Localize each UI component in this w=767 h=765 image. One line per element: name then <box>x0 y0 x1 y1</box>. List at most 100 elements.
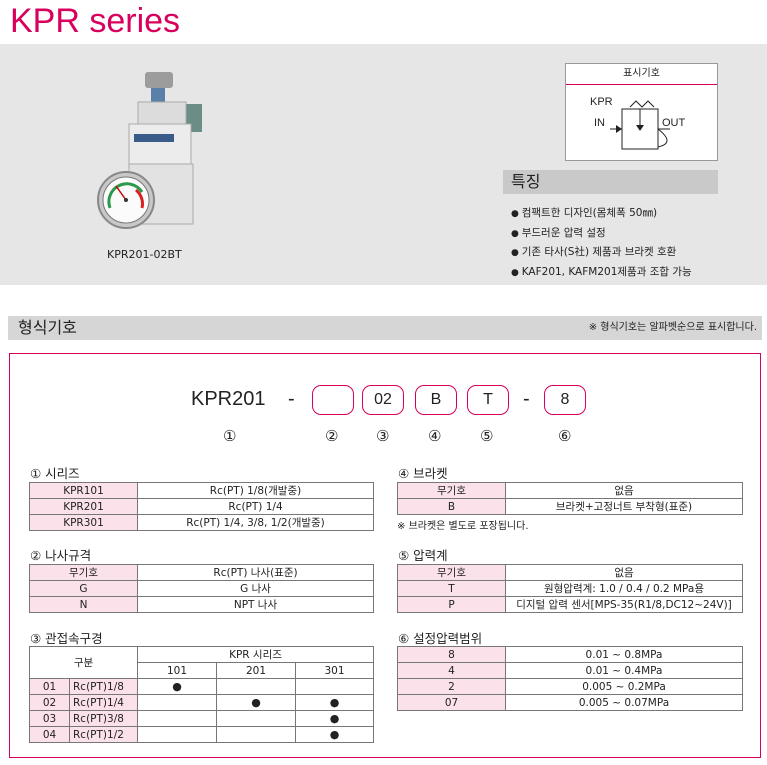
table-cell: Rc(PT)1/8 <box>69 678 138 695</box>
thread-title: ② 나사규격 <box>30 548 92 563</box>
code-box-bracket: B <box>415 385 457 415</box>
table-header: 301 <box>295 662 374 679</box>
code-base: KPR201 <box>191 388 266 410</box>
table-cell: 02 <box>29 694 70 711</box>
code-number: ⑤ <box>480 427 494 445</box>
model-code-bar <box>8 316 762 340</box>
table-cell: N <box>29 596 138 613</box>
table-cell: Rc(PT) 1/8(개발중) <box>137 482 374 499</box>
table-cell: 4 <box>397 662 506 679</box>
table-row: 02 Rc(PT)1/4 ●● <box>29 694 374 711</box>
table-row: 04 Rc(PT)1/2 ● <box>29 726 374 743</box>
table-cell: Rc(PT)1/2 <box>69 726 138 743</box>
table-cell: B <box>397 498 506 515</box>
table-cell <box>295 678 374 695</box>
table-cell: ● <box>137 678 217 695</box>
table-cell: 8 <box>397 646 506 663</box>
feature-item: 기존 타사(S社) 제품과 브라켓 호환 <box>511 243 692 263</box>
table-row: 03 Rc(PT)3/8 ● <box>29 710 374 727</box>
code-number: ③ <box>376 427 390 445</box>
table-cell: P <box>397 596 506 613</box>
code-dash: - <box>288 388 295 410</box>
symbol-label-out: OUT <box>662 117 686 129</box>
model-code-panel <box>9 353 761 758</box>
code-number: ④ <box>428 427 442 445</box>
table-header: 201 <box>216 662 296 679</box>
table-cell: G <box>29 580 138 597</box>
pressure-title: ⑥ 설정압력범위 <box>398 631 483 646</box>
table-cell: ● <box>295 726 374 743</box>
table-cell: 01 <box>29 678 70 695</box>
table-cell <box>216 710 296 727</box>
code-number: ② <box>325 427 339 445</box>
table-cell: KPR101 <box>29 482 138 499</box>
table-cell: 0.01 ~ 0.8MPa <box>505 646 743 663</box>
table-cell: Rc(PT) 나사(표준) <box>137 564 374 581</box>
port-table: 구분 KPR 시리즈 101 201 301 01 Rc(PT)1/8 ● 02… <box>29 646 374 743</box>
table-cell: T <box>397 580 506 597</box>
feature-item: 컴팩트한 디자인(몸체폭 50㎜) <box>511 204 692 224</box>
code-number: ① <box>223 427 237 445</box>
table-cell: G 나사 <box>137 580 374 597</box>
symbol-box: 표시기호 KPR IN OUT <box>565 63 718 161</box>
code-box-thread <box>312 385 354 415</box>
gauge-title: ⑤ 압력계 <box>398 548 448 563</box>
table-cell: 03 <box>29 710 70 727</box>
table-cell: 무기호 <box>29 564 138 581</box>
symbol-header: 표시기호 <box>566 64 717 85</box>
page-title: KPR series <box>10 2 181 40</box>
table-cell: ● <box>295 694 374 711</box>
regulator-symbol-icon: KPR IN OUT <box>590 96 686 150</box>
table-cell: ● <box>295 710 374 727</box>
features-title: 특징 <box>503 170 718 194</box>
regulator-product-image <box>97 72 202 229</box>
product-caption: KPR201-02BT <box>107 248 182 261</box>
code-box-gauge: T <box>467 385 509 415</box>
table-cell: 무기호 <box>397 482 506 499</box>
table-cell: 0.005 ~ 0.2MPa <box>505 678 743 695</box>
table-cell: 브라켓+고정너트 부착형(표준) <box>505 498 743 515</box>
code-dash: - <box>523 388 530 410</box>
model-code-note: ※ 형식기호는 알파벳순으로 표시합니다. <box>588 322 757 333</box>
code-box-port: 02 <box>362 385 404 415</box>
symbol-label-in: IN <box>594 117 605 129</box>
table-cell: 무기호 <box>397 564 506 581</box>
table-cell: 원형압력계: 1.0 / 0.4 / 0.2 MPa용 <box>505 580 743 597</box>
feature-item: 부드러운 압력 설정 <box>511 224 692 244</box>
code-box-pressure: 8 <box>544 385 586 415</box>
table-cell <box>137 710 217 727</box>
table-cell: ● <box>216 694 296 711</box>
table-cell: NPT 나사 <box>137 596 374 613</box>
table-cell: 0.005 ~ 0.07MPa <box>505 694 743 711</box>
feature-item: KAF201, KAFM201제품과 조합 가능 <box>511 263 692 283</box>
table-cell <box>137 694 217 711</box>
symbol-label-kpr: KPR <box>590 96 613 108</box>
bracket-note: ※ 브라켓은 별도로 포장됩니다. <box>397 521 529 532</box>
table-header: 101 <box>137 662 217 679</box>
table-cell: Rc(PT)3/8 <box>69 710 138 727</box>
table-header: KPR 시리즈 <box>137 646 374 663</box>
table-cell: 없음 <box>505 482 743 499</box>
table-cell: 디지털 압력 센서[MPS-35(R1/8,DC12~24V)] <box>505 596 743 613</box>
port-title: ③ 관접속구경 <box>30 631 103 646</box>
table-cell: Rc(PT) 1/4, 3/8, 1/2(개발중) <box>137 514 374 531</box>
table-cell: 2 <box>397 678 506 695</box>
code-number: ⑥ <box>558 427 572 445</box>
